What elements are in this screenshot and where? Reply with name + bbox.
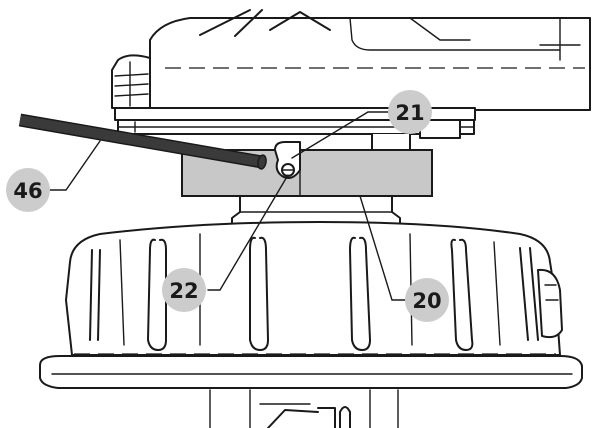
leader-21 xyxy=(291,111,396,159)
callout-20: 20 xyxy=(405,278,449,322)
callout-22-label: 22 xyxy=(169,279,198,303)
callout-22-badge xyxy=(162,268,206,312)
callout-21-badge xyxy=(388,90,432,134)
cable xyxy=(18,113,267,170)
callout-21: 21 xyxy=(388,90,432,134)
callout-20-badge xyxy=(405,278,449,322)
callout-22: 22 xyxy=(162,268,206,312)
callout-46: 46 xyxy=(6,168,50,212)
leader-22 xyxy=(207,174,289,291)
leader-20 xyxy=(359,195,406,301)
clip-screw xyxy=(274,141,301,179)
callout-20-label: 20 xyxy=(412,289,441,313)
cable-gland xyxy=(111,54,151,109)
callout-46-badge xyxy=(6,168,50,212)
callout-46-label: 46 xyxy=(13,179,42,203)
callout-21-label: 21 xyxy=(395,101,424,125)
leader-46 xyxy=(49,140,101,191)
lower-bowl xyxy=(39,221,583,389)
leader-lines xyxy=(49,111,406,301)
lower-mechanism xyxy=(209,389,399,428)
upper-housing xyxy=(149,9,591,111)
